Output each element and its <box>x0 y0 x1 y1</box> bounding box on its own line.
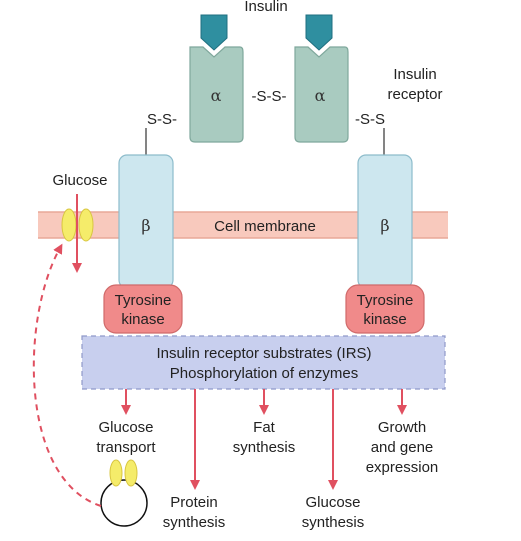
insulin-molecule-right <box>305 14 333 51</box>
glucose-transporter-vesicle <box>100 459 148 527</box>
glucose-synthesis-line1: Glucose <box>305 494 360 511</box>
disulfide-left-label: S-S- <box>147 111 177 128</box>
insulin-receptor-label-line1: Insulin <box>393 66 436 83</box>
protein-synthesis-line1: Protein <box>170 494 218 511</box>
beta-subunit-left: β <box>118 154 174 289</box>
insulin-label: Insulin <box>244 0 287 15</box>
beta-label-right: β <box>380 216 389 235</box>
glucose-synthesis-line2: synthesis <box>302 514 365 531</box>
beta-label-left: β <box>141 216 150 235</box>
glucose-label: Glucose <box>52 172 107 189</box>
glucose-transport-line2: transport <box>96 439 156 456</box>
tyrosine-kinase-right-line1: Tyrosine <box>357 292 414 309</box>
cell-membrane-label: Cell membrane <box>214 218 316 235</box>
fat-synthesis-line1: Fat <box>253 419 276 436</box>
alpha-label-right: α <box>315 86 326 105</box>
disulfide-center-label: -S-S- <box>252 88 287 105</box>
disulfide-right-label: -S-S <box>355 111 385 128</box>
fat-synthesis-line2: synthesis <box>233 439 296 456</box>
irs-line1: Insulin receptor substrates (IRS) <box>156 345 371 362</box>
tyrosine-kinase-right-line2: kinase <box>363 311 406 328</box>
growth-line2: and gene <box>371 439 434 456</box>
alpha-subunit-left: α <box>189 46 244 143</box>
tyrosine-kinase-left: Tyrosine kinase <box>103 284 183 334</box>
growth-line3: expression <box>366 459 439 476</box>
glucose-transport-line1: Glucose <box>98 419 153 436</box>
insulin-molecule-left <box>200 14 228 51</box>
tyrosine-kinase-right: Tyrosine kinase <box>345 284 425 334</box>
protein-synthesis-line2: synthesis <box>163 514 226 531</box>
tyrosine-kinase-left-line1: Tyrosine <box>115 292 172 309</box>
transporter-recycling-path <box>32 243 102 507</box>
alpha-subunit-right: α <box>294 46 349 143</box>
tyrosine-kinase-left-line2: kinase <box>121 311 164 328</box>
beta-subunit-right: β <box>357 154 413 289</box>
irs-line2: Phosphorylation of enzymes <box>170 365 358 382</box>
alpha-label-left: α <box>211 86 222 105</box>
irs-box: Insulin receptor substrates (IRS) Phosph… <box>81 335 446 390</box>
glucose-channel-membrane <box>61 208 94 242</box>
insulin-receptor-label-line2: receptor <box>387 86 442 103</box>
growth-line1: Growth <box>378 419 426 436</box>
